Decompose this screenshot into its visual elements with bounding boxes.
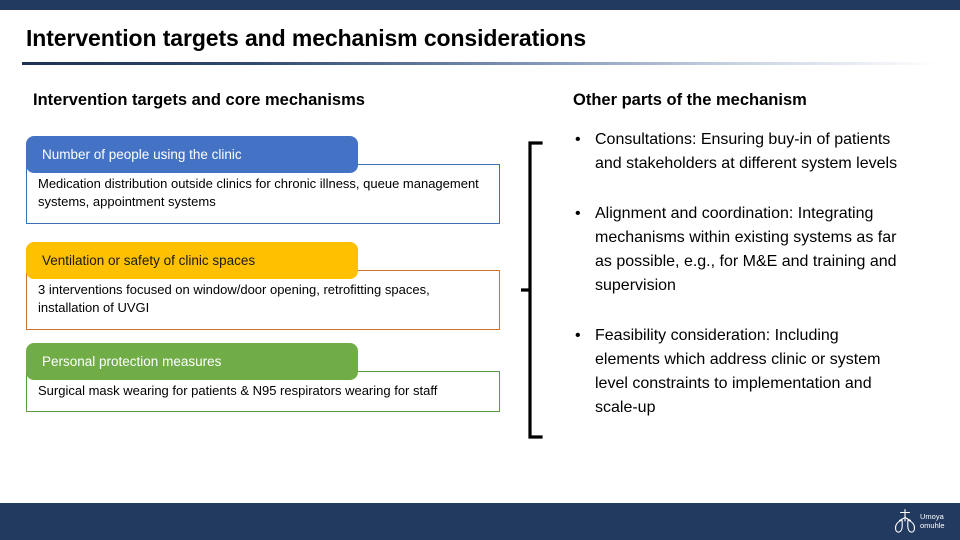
list-item: • Consultations: Ensuring buy-in of pati… xyxy=(573,128,903,176)
bottom-accent-band xyxy=(0,503,960,540)
logo-line-2: omuhle xyxy=(920,521,945,530)
page-title: Intervention targets and mechanism consi… xyxy=(26,25,587,51)
logo-wordmark: Umoya omuhle xyxy=(920,512,945,530)
list-item-text: Consultations: Ensuring buy-in of patien… xyxy=(595,131,898,172)
bullet-marker-icon: • xyxy=(575,205,581,222)
list-item-text: Feasibility consideration: Including ele… xyxy=(595,327,881,416)
bullet-marker-icon: • xyxy=(575,327,581,344)
target-group-3: Personal protection measures Surgical ma… xyxy=(26,343,500,413)
target-group-3-label: Personal protection measures xyxy=(26,343,358,380)
umoya-omuhle-logo: Umoya omuhle xyxy=(893,505,953,537)
left-column-header: Intervention targets and core mechanisms xyxy=(33,91,365,109)
lungs-icon xyxy=(893,508,917,534)
bullet-marker-icon: • xyxy=(575,131,581,148)
right-column-header: Other parts of the mechanism xyxy=(573,91,807,109)
list-item: • Feasibility consideration: Including e… xyxy=(573,324,903,420)
list-item-text: Alignment and coordination: Integrating … xyxy=(595,205,897,294)
mechanism-bullet-list: • Consultations: Ensuring buy-in of pati… xyxy=(573,128,903,420)
title-divider xyxy=(22,62,938,65)
list-item: • Alignment and coordination: Integratin… xyxy=(573,202,903,298)
target-group-2-label: Ventilation or safety of clinic spaces xyxy=(26,242,358,279)
target-group-2: Ventilation or safety of clinic spaces 3… xyxy=(26,242,500,330)
grouping-bracket-icon xyxy=(519,140,553,440)
target-group-1-label: Number of people using the clinic xyxy=(26,136,358,173)
target-group-1-body: Medication distribution outside clinics … xyxy=(26,164,500,224)
logo-line-1: Umoya xyxy=(920,511,944,521)
target-group-1: Number of people using the clinic Medica… xyxy=(26,136,500,224)
target-group-2-body: 3 interventions focused on window/door o… xyxy=(26,270,500,330)
top-accent-band xyxy=(0,0,960,10)
